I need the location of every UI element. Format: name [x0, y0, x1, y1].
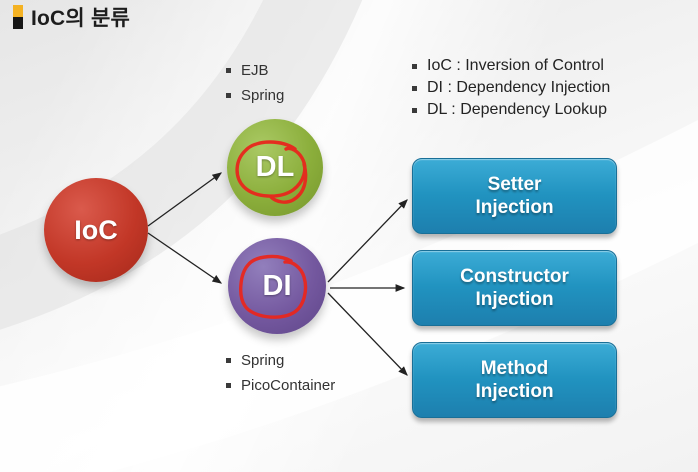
constructor-injection-box: Constructor Injection: [412, 250, 617, 326]
list-item: PicoContainer: [226, 373, 335, 398]
legend-item-label: DL : Dependency Lookup: [427, 101, 607, 118]
list-item-label: Spring: [241, 87, 285, 104]
node-dl: DL: [227, 119, 323, 216]
node-ioc-label: IoC: [74, 214, 118, 245]
legend-item: DL : Dependency Lookup: [412, 99, 610, 121]
bullet-square-icon: [412, 107, 417, 113]
legend: IoC : Inversion of Control DI : Dependen…: [412, 55, 610, 121]
arrow-ioc-to-dl: [147, 172, 223, 227]
node-ioc: IoC: [44, 178, 148, 282]
box-label-line: Method: [480, 358, 549, 379]
dl-examples-list: EJB Spring: [226, 58, 284, 108]
method-injection-box: Method Injection: [412, 342, 617, 418]
list-item-label: PicoContainer: [241, 377, 336, 394]
bullet-square-icon: [226, 93, 231, 98]
bullet-square-icon: [412, 85, 417, 91]
box-label-line: Injection: [475, 289, 554, 310]
title-accent-bar-icon: [13, 5, 23, 29]
arrow-di-to-setter: [327, 199, 408, 283]
bullet-square-icon: [226, 68, 231, 73]
setter-injection-box: Setter Injection: [412, 158, 617, 234]
box-label-line: Injection: [475, 197, 554, 218]
legend-item: DI : Dependency Injection: [412, 77, 610, 99]
bullet-square-icon: [412, 63, 417, 69]
node-di: DI: [228, 238, 326, 334]
page-title: IoC의 분류: [31, 7, 131, 30]
list-item: EJB: [226, 58, 284, 83]
node-dl-label: DL: [255, 151, 295, 183]
legend-item-label: IoC : Inversion of Control: [427, 57, 604, 74]
list-item: Spring: [226, 83, 284, 108]
bullet-square-icon: [226, 383, 231, 388]
di-examples-list: Spring PicoContainer: [226, 348, 335, 398]
list-item: Spring: [226, 348, 335, 373]
legend-item: IoC : Inversion of Control: [412, 55, 610, 77]
node-di-label: DI: [262, 269, 292, 302]
arrow-di-to-method: [327, 292, 408, 376]
arrow-ioc-to-di: [147, 232, 223, 284]
legend-item-label: DI : Dependency Injection: [427, 79, 611, 96]
bullet-square-icon: [226, 358, 231, 363]
list-item-label: Spring: [241, 352, 285, 369]
box-label-line: Constructor: [460, 266, 569, 287]
box-label-line: Injection: [475, 381, 554, 402]
box-label-line: Setter: [487, 174, 542, 195]
list-item-label: EJB: [241, 62, 269, 79]
